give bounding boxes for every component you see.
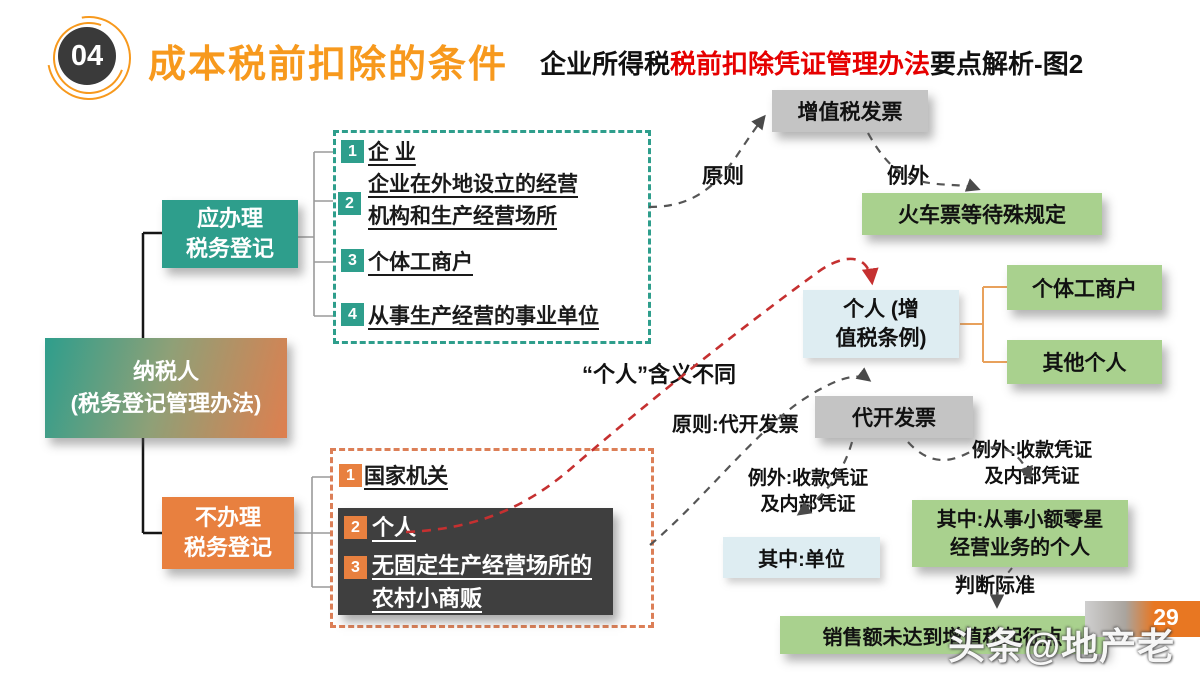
item-number: 3 bbox=[341, 249, 364, 272]
label-exception-mid: 例外:收款凭证 及内部凭证 bbox=[747, 468, 869, 515]
page-number: 29 bbox=[1153, 604, 1179, 630]
page-number-bar bbox=[1085, 601, 1200, 637]
item-number: 3 bbox=[344, 556, 367, 579]
item-number: 2 bbox=[338, 192, 361, 215]
non-register-item-1: 国家机关 bbox=[364, 465, 448, 488]
non-register-item-2: 个人 bbox=[372, 515, 417, 540]
node-unit: 其中:单位 bbox=[723, 537, 880, 578]
node-vat-invoice: 增值税发票 bbox=[772, 90, 928, 132]
label-judge: 判断际准 bbox=[955, 575, 1035, 597]
node-threshold: 销售额未达到增值税起征点 bbox=[780, 616, 1105, 654]
label-principle: 原则 bbox=[702, 165, 744, 188]
node-other-person: 其他个人 bbox=[1007, 340, 1162, 384]
node-small-sporadic: 其中:从事小额零星 经营业务的个人 bbox=[912, 500, 1128, 567]
item-number: 1 bbox=[341, 140, 364, 163]
item-number: 1 bbox=[339, 464, 362, 487]
subtitle-highlight: 税前扣除凭证管理办法 bbox=[670, 49, 931, 79]
non-register-item-3: 无固定生产经营场所的 农村小商贩 bbox=[372, 553, 593, 611]
node-individual-business: 个体工商户 bbox=[1007, 265, 1162, 310]
subtitle-part2: 要点解析-图2 bbox=[930, 49, 1084, 79]
section-number-badge: 04 bbox=[58, 27, 116, 85]
subtitle: 企业所得税税前扣除凭证管理办法要点解析-图2 bbox=[540, 44, 1083, 81]
register-item-4: 从事生产经营的事业单位 bbox=[368, 305, 599, 328]
register-item-1: 企 业 bbox=[368, 141, 416, 164]
page-title: 成本税前扣除的条件 bbox=[148, 44, 509, 86]
node-should-register: 应办理 税务登记 bbox=[162, 200, 298, 268]
register-item-2: 企业在外地设立的经营 机构和生产经营场所 bbox=[368, 173, 578, 228]
node-person-vat: 个人 (增 值税条例) bbox=[803, 290, 959, 358]
node-taxpayer: 纳税人 (税务登记管理办法) bbox=[45, 338, 287, 438]
label-principle-agency: 原则:代开发票 bbox=[672, 414, 799, 436]
subtitle-part1: 企业所得税 bbox=[540, 49, 671, 79]
node-special-rules: 火车票等待殊规定 bbox=[862, 193, 1102, 235]
register-item-3: 个体工商户 bbox=[368, 251, 473, 274]
watermark: 头条@地产老雷 bbox=[948, 626, 1176, 667]
label-exception-right: 例外:收款凭证 及内部凭证 bbox=[971, 440, 1093, 487]
item-number: 2 bbox=[344, 516, 367, 539]
node-agency-invoice: 代开发票 bbox=[815, 396, 973, 438]
label-exception: 例外 bbox=[887, 165, 929, 188]
node-not-register: 不办理 税务登记 bbox=[162, 497, 294, 569]
item-number: 4 bbox=[341, 303, 364, 326]
label-meaning-note: “个人”含义不同 bbox=[582, 362, 737, 387]
